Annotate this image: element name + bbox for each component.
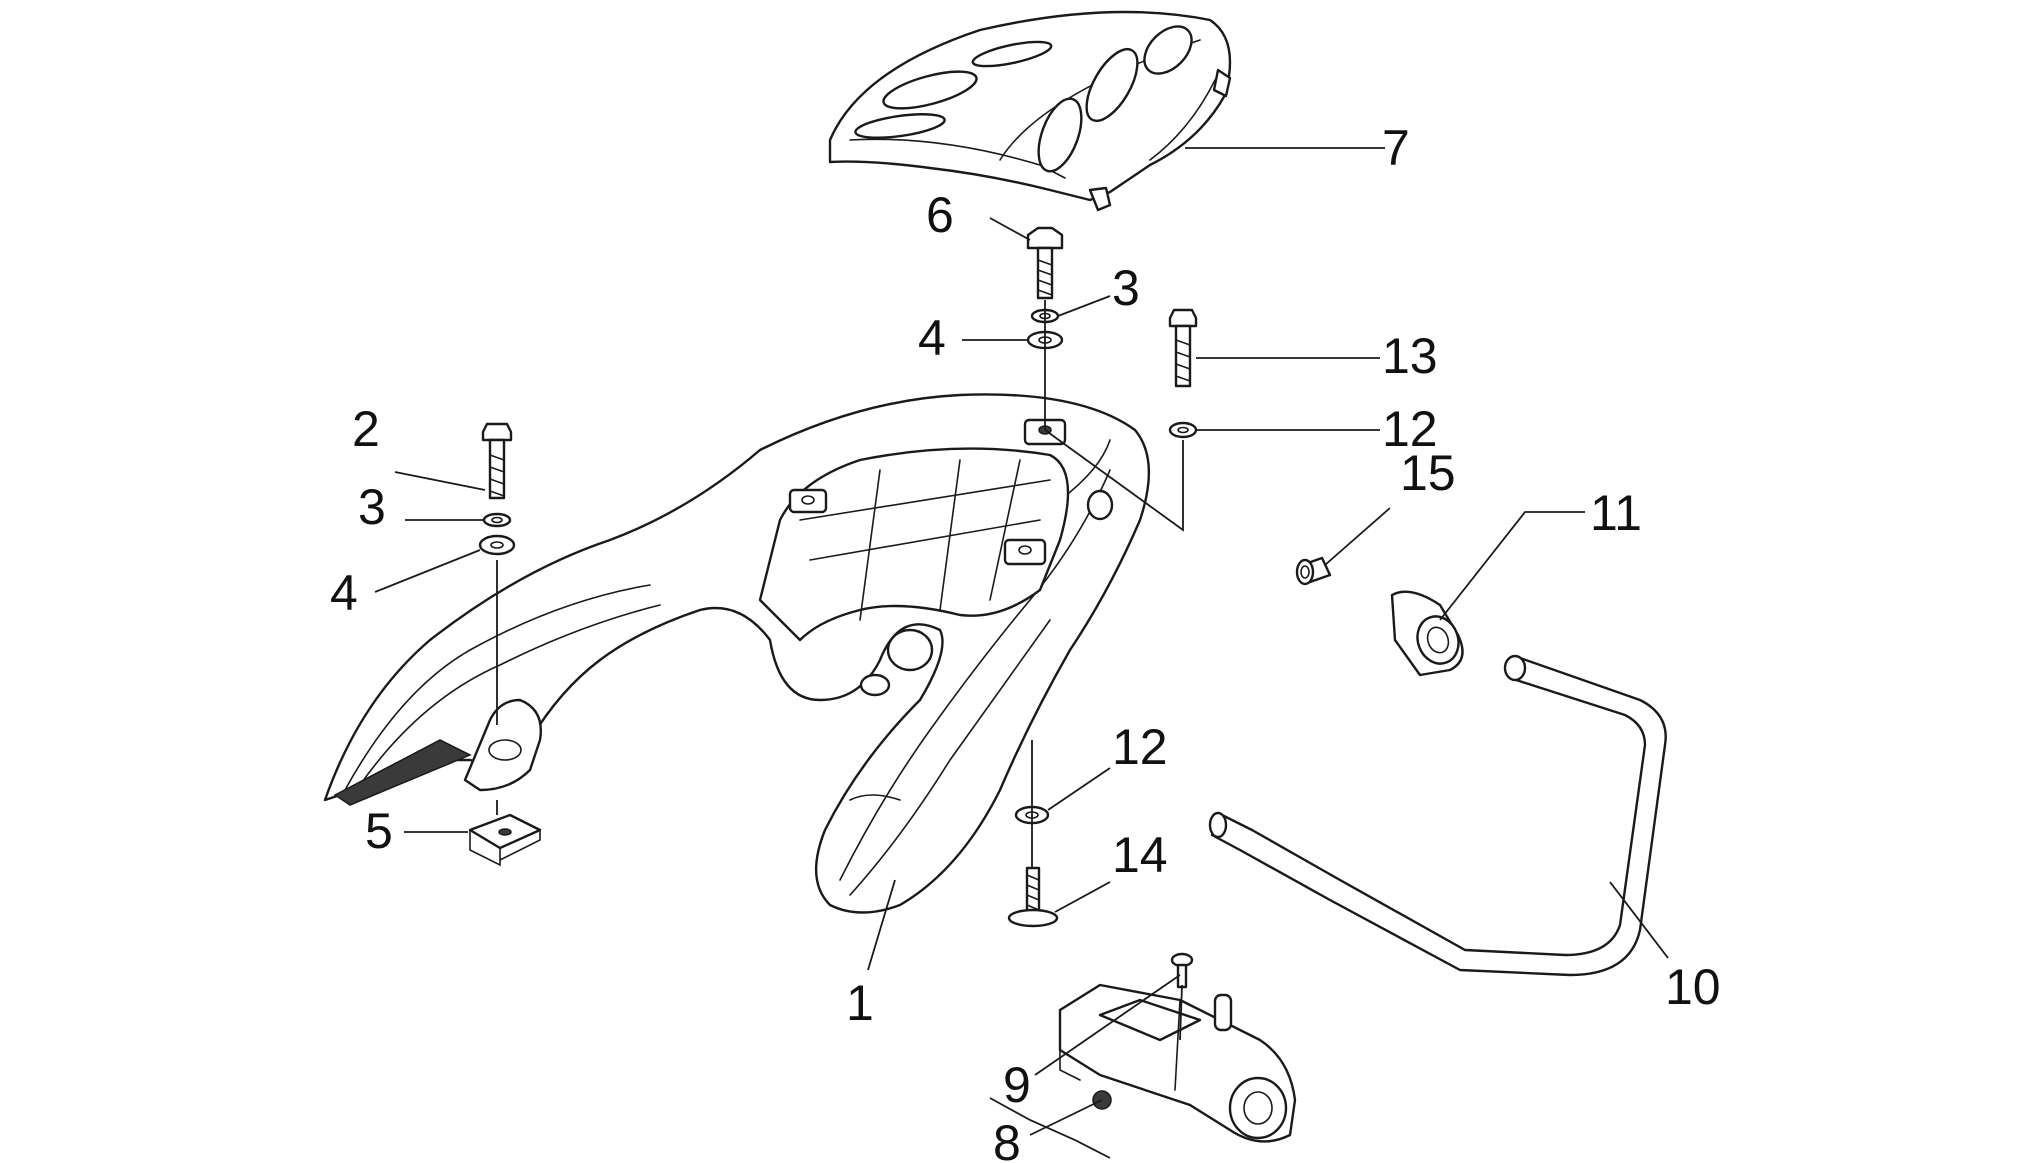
part-9-screw [1170,952,1194,989]
callout-8: 8 [993,1115,1021,1163]
part-13-bolt [1168,308,1198,388]
callout-5: 5 [365,803,393,859]
leader-lines [374,147,1669,1159]
part-3-washer-left [482,512,512,528]
callout-6: 6 [926,187,954,243]
callout-9: 9 [1003,1057,1031,1113]
part-1-rear-rack [323,393,1150,914]
callout-4-left: 4 [330,565,358,621]
callout-14: 14 [1112,827,1168,883]
callout-3-upper: 3 [1112,260,1140,316]
part-10-handle-bar [1208,654,1667,977]
part-11-spacer [1390,590,1464,677]
callout-12-upper: 12 [1382,401,1438,457]
callout-3-left: 3 [358,479,386,535]
part-4-washer-left [478,534,516,556]
part-5-clip-nut [468,813,542,867]
callout-10: 10 [1665,959,1721,1015]
callout-15: 15 [1400,445,1456,501]
callout-4-upper: 4 [918,310,946,366]
part-15-bushing [1295,556,1332,586]
callout-11: 11 [1590,485,1642,541]
part-14-screw [1007,866,1059,928]
assembly-lines [496,300,1184,1041]
callout-7: 7 [1382,120,1410,176]
callout-1: 1 [846,975,874,1031]
callout-12-lower: 12 [1112,719,1168,775]
callout-2: 2 [352,401,380,457]
part-7-top-cover [828,10,1232,212]
callout-13: 13 [1382,328,1438,384]
part-6-bolt [1026,226,1064,300]
part-8-mount-bracket [1058,983,1297,1143]
part-2-bolt [481,422,513,500]
part-12-washer-upper [1168,421,1198,439]
